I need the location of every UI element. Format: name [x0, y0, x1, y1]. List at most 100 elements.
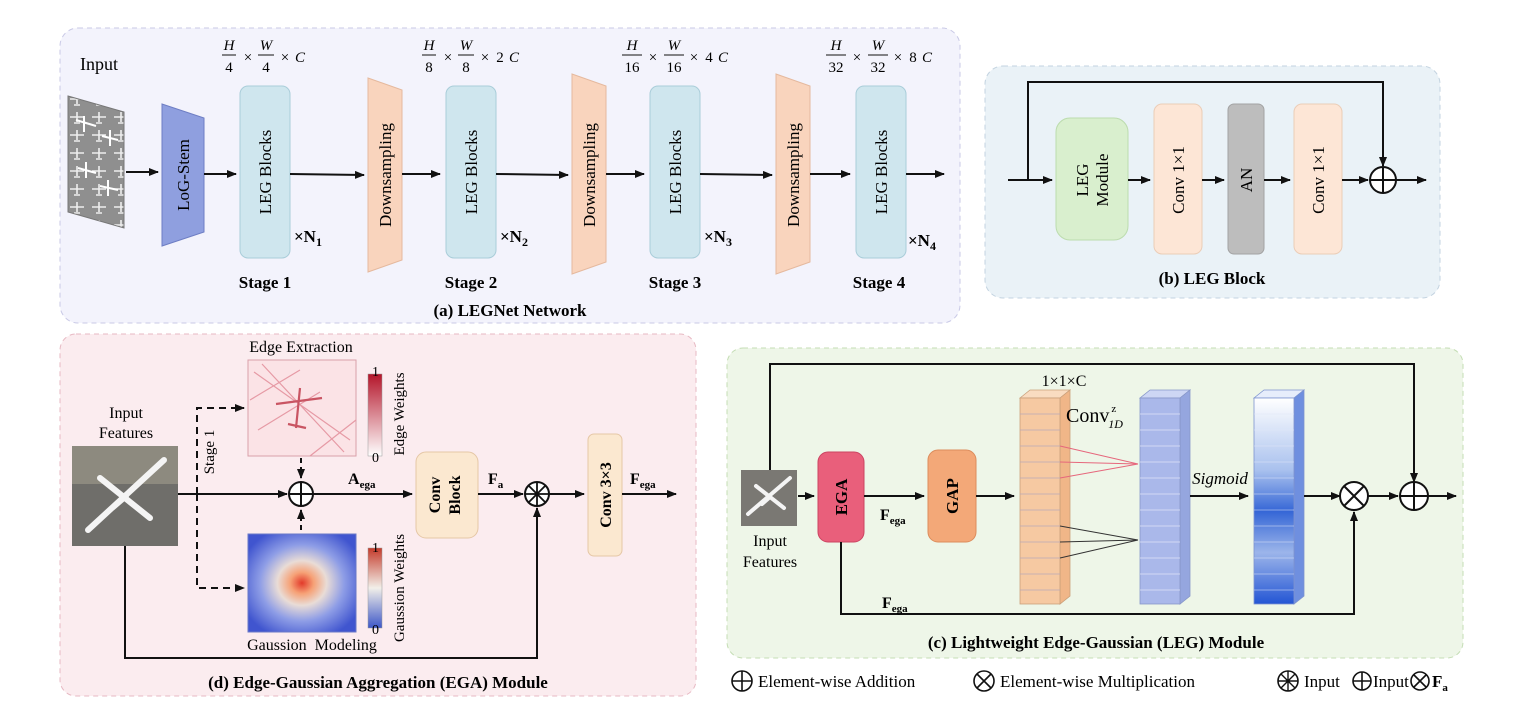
downsampling-1: Downsampling: [367, 77, 403, 273]
dim-den-w-3: 16: [667, 60, 683, 76]
downsampling-label-2: Downsampling: [580, 123, 599, 227]
edge-extraction-title: Edge Extraction: [249, 339, 353, 356]
gaussian-colorbar: [367, 547, 383, 629]
dim-den-w-4: 32: [871, 60, 886, 76]
gauss-scale-min: 0: [372, 623, 379, 638]
conv1x1-label-1: Conv 1×1: [1169, 146, 1188, 214]
conv-block-line1: Conv: [427, 477, 444, 513]
dim-w-1: W: [260, 38, 274, 54]
stage-4: LEG Blocks H 32 × W 32 × 8 C ×N4 Stage 4: [826, 38, 936, 292]
dim-c-4: C: [922, 50, 933, 66]
rep-n3: ×N3: [704, 227, 732, 249]
leg-blocks-label-1: LEG Blocks: [256, 130, 275, 215]
arrow-stage2-to-down2: [495, 170, 569, 179]
stage-1-label: Stage 1: [239, 273, 291, 292]
gauss-scale-max: 1: [372, 541, 379, 556]
sigmoid-label: Sigmoid: [1192, 469, 1248, 488]
legend-add-label: Element-wise Addition: [758, 672, 916, 691]
dim-times-4b: ×: [894, 50, 902, 66]
leg-module-line1: LEG: [1073, 163, 1092, 196]
downsampling-3: Downsampling: [775, 73, 811, 275]
stage-3-label: Stage 3: [649, 273, 701, 292]
input-features-line1-c: Input: [753, 533, 787, 550]
dim-c-1: C: [295, 50, 306, 66]
input-features-line2-c: Features: [743, 554, 797, 571]
gaussian-map-image: [247, 533, 357, 633]
f-ega-label-c: Fega: [880, 507, 906, 527]
dim-den-h-1: 4: [225, 60, 233, 76]
panel-b-caption: (b) LEG Block: [1159, 269, 1266, 288]
dim-times-4a: ×: [853, 50, 861, 66]
rep-n1: ×N1: [294, 227, 322, 249]
stage-2: LEG Blocks H 8 × W 8 × 2 C ×N2 Stage 2: [422, 38, 528, 292]
f-ega-output-label: Fega: [630, 471, 656, 491]
dim-den-h-4: 32: [829, 60, 844, 76]
dim-mult-4: 8: [909, 50, 917, 66]
arrow-stage1-to-down1: [289, 170, 365, 179]
a-ega-label: Aega: [348, 471, 376, 491]
panel-a-legnet-network: Input LoG-Stem LEG Blocks H 4 × W 4 ×: [59, 27, 961, 324]
input-skip-to-mult: [124, 507, 541, 659]
gaussian-weights-label: Gaussion Weights: [392, 534, 408, 642]
log-stem-label: LoG-Stem: [174, 139, 193, 211]
dim-mult-2: 2: [496, 50, 504, 66]
gap-label: GAP: [943, 478, 962, 514]
downsampling-label-1: Downsampling: [376, 123, 395, 227]
input-image: [67, 95, 125, 229]
stage1-label: Stage 1: [202, 430, 218, 475]
stage-1: LEG Blocks H 4 × W 4 × C ×N1 Stage 1: [222, 38, 322, 292]
leg-blocks-stage-2: [445, 85, 497, 259]
red-connections: [1059, 445, 1139, 479]
dim-times-3a: ×: [649, 50, 657, 66]
edge-weights-label: Edge Weights: [392, 372, 408, 455]
leg-blocks-label-3: LEG Blocks: [666, 130, 685, 215]
dim-den-w-1: 4: [262, 60, 270, 76]
stage-4-dimension: H 32 × W 32 × 8 C: [826, 38, 933, 76]
input-features-image: [72, 446, 178, 546]
dim-w-4: W: [872, 38, 886, 54]
f-ega-skip-label: Fega: [882, 595, 908, 615]
legend-mul-label: Element-wise Multiplication: [1000, 672, 1195, 691]
legend-combo-add-icon: [1352, 671, 1372, 691]
dims-label: 1×1×C: [1042, 373, 1087, 390]
multiplication-operator-c: [1339, 481, 1369, 511]
conv3x3-label: Conv 3×3: [598, 462, 615, 528]
dark-connections: [1059, 525, 1139, 559]
dim-h-4: H: [830, 38, 843, 54]
leg-blocks-stage-4: [855, 85, 907, 259]
dim-mult-3: 4: [705, 50, 713, 66]
dim-times-2a: ×: [444, 50, 452, 66]
edge-scale-max: 1: [372, 365, 379, 380]
dim-den-w-2: 8: [462, 60, 470, 76]
stage-3: LEG Blocks H 16 × W 16 × 4 C ×N3 Stage 3: [622, 38, 732, 292]
stage-4-label: Stage 4: [853, 273, 906, 292]
downsampling-label-3: Downsampling: [784, 123, 803, 227]
panel-d-ega-module: Edge Extraction 1 0 Edge Weights Input F…: [59, 333, 697, 697]
an-label: AN: [1237, 168, 1256, 193]
rep-n4: ×N4: [908, 231, 936, 253]
conv-block-line2: Block: [447, 475, 464, 514]
addition-operator-d: [288, 481, 314, 507]
rep-n2: ×N2: [500, 227, 528, 249]
dim-h-1: H: [223, 38, 236, 54]
leg-module-line2: Module: [1093, 154, 1112, 207]
channel-vector-orange: [1018, 389, 1072, 605]
legend-add-icon: [731, 670, 753, 692]
edge-scale-min: 0: [372, 451, 379, 466]
panel-b-leg-block: LEG Module Conv 1×1 AN Conv 1×1 (b) LEG …: [984, 65, 1441, 299]
dim-times-2b: ×: [481, 50, 489, 66]
gaussian-modeling-title: Gaussion Modeling: [247, 637, 377, 654]
stage1-dashed-path: [196, 404, 245, 494]
edge-map-image: [247, 359, 357, 457]
dim-times-1b: ×: [281, 50, 289, 66]
input-label: Input: [80, 54, 118, 74]
log-stem-block: LoG-Stem: [161, 103, 205, 247]
legend-combo-icon: [1277, 670, 1299, 692]
input-features-line1: Input: [109, 405, 143, 422]
addition-operator-b: [1369, 166, 1397, 194]
addition-operator-c: [1399, 481, 1429, 511]
panel-d-caption: (d) Edge-Gaussian Aggregation (EGA) Modu…: [208, 673, 548, 692]
